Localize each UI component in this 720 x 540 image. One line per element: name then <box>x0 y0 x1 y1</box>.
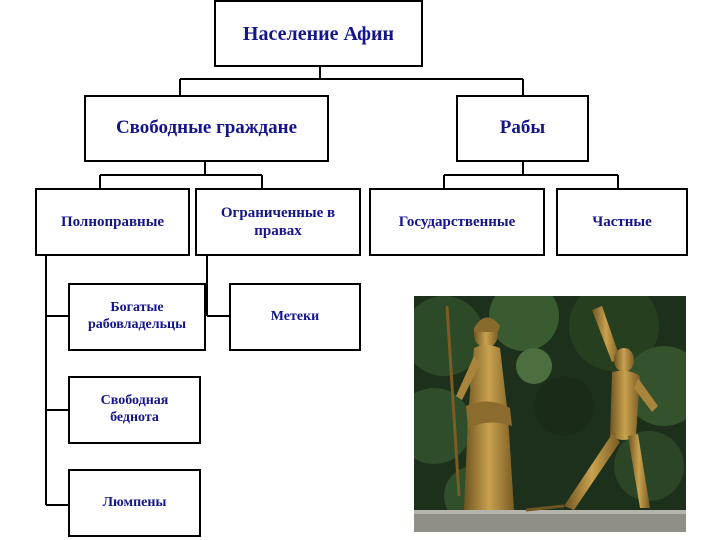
lumpen-node: Люмпены <box>68 469 201 537</box>
slaves-node: Рабы <box>456 95 589 162</box>
private-slaves-label: Частные <box>592 214 652 230</box>
rich-owners-node: Богатые рабовладельцы <box>68 283 206 351</box>
full-rights-node: Полноправные <box>35 188 190 256</box>
state-slaves-label: Государственные <box>398 214 516 230</box>
free-citizens-label: Свободные граждане <box>115 117 298 139</box>
private-slaves-node: Частные <box>556 188 688 256</box>
statues-photo <box>414 296 686 532</box>
metics-node: Метеки <box>229 283 361 351</box>
rich-owners-label: Богатые рабовладельцы <box>87 300 187 332</box>
limited-rights-node: Ограниченные в правах <box>195 188 361 256</box>
full-rights-label: Полноправные <box>60 214 165 230</box>
slaves-label: Рабы <box>499 117 546 139</box>
lumpen-label: Люмпены <box>102 494 167 510</box>
limited-rights-label: Ограниченные в правах <box>220 205 336 239</box>
state-slaves-node: Государственные <box>369 188 545 256</box>
free-poor-label: Свободная беднота <box>100 393 169 425</box>
free-poor-node: Свободная беднота <box>68 376 201 444</box>
root-label: Население Афин <box>242 22 395 45</box>
statues-illustration <box>414 296 686 532</box>
root-node: Население Афин <box>214 0 423 67</box>
free-citizens-node: Свободные граждане <box>84 95 329 162</box>
metics-label: Метеки <box>270 308 320 324</box>
